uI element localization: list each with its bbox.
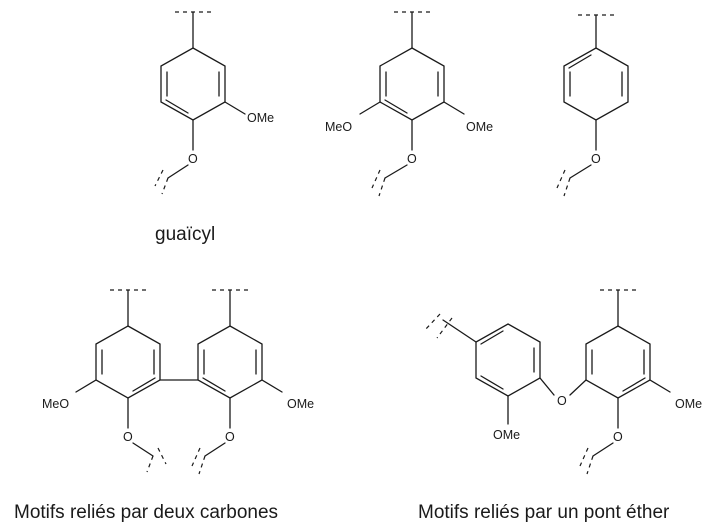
benzene-ring [585,325,651,399]
benzene-ring [563,47,629,121]
ome-label: OMe [675,397,702,411]
dashed-bond [371,169,381,189]
ome-label: OMe [247,111,274,125]
meo-label: MeO [42,397,69,411]
benzene-ring [197,325,263,399]
dashed-bond [586,455,594,475]
dashed-bond [154,169,164,187]
dashed-bond [378,177,386,197]
ether-oxygen-label: O [123,430,133,444]
dashed-bond [579,447,589,467]
bottom-right-caption: Motifs reliés par un pont éther [418,502,670,523]
ome-label: OMe [287,397,314,411]
dashed-bond [146,455,154,473]
dashed-bond [161,177,169,195]
ether-oxygen-label: O [225,430,235,444]
syringyl-structure: OMe MeO O [325,11,493,197]
bottom-left-caption: Motifs reliés par deux carbones [14,502,278,523]
benzene-ring [379,47,445,121]
dashed-bond [563,177,571,197]
dashed-bond [157,447,167,465]
guaiacyl-caption: guaïcyl [155,224,215,245]
dashed-bond [556,169,566,189]
ome-label: OMe [493,428,520,442]
p-hydroxyphenyl-structure: O [556,14,629,197]
ether-oxygen-label: O [591,152,601,166]
ether-oxygen-label: O [188,152,198,166]
dashed-bond [198,455,206,475]
ether-bridge-oxygen-label: O [557,394,567,408]
biphenyl-dimer-structure: MeO OMe O O [42,289,314,475]
ether-oxygen-label: O [407,152,417,166]
dashed-bond [191,447,201,467]
benzene-ring [160,47,226,121]
guaiacyl-structure: OMe O [154,11,274,195]
ether-oxygen-label: O [613,430,623,444]
dashed-bond [424,313,441,331]
meo-label: MeO [325,120,352,134]
benzene-ring [95,325,161,399]
ome-label: OMe [466,120,493,134]
diaryl-ether-dimer-structure: O OMe OMe O [424,289,702,475]
benzene-ring [475,323,541,397]
